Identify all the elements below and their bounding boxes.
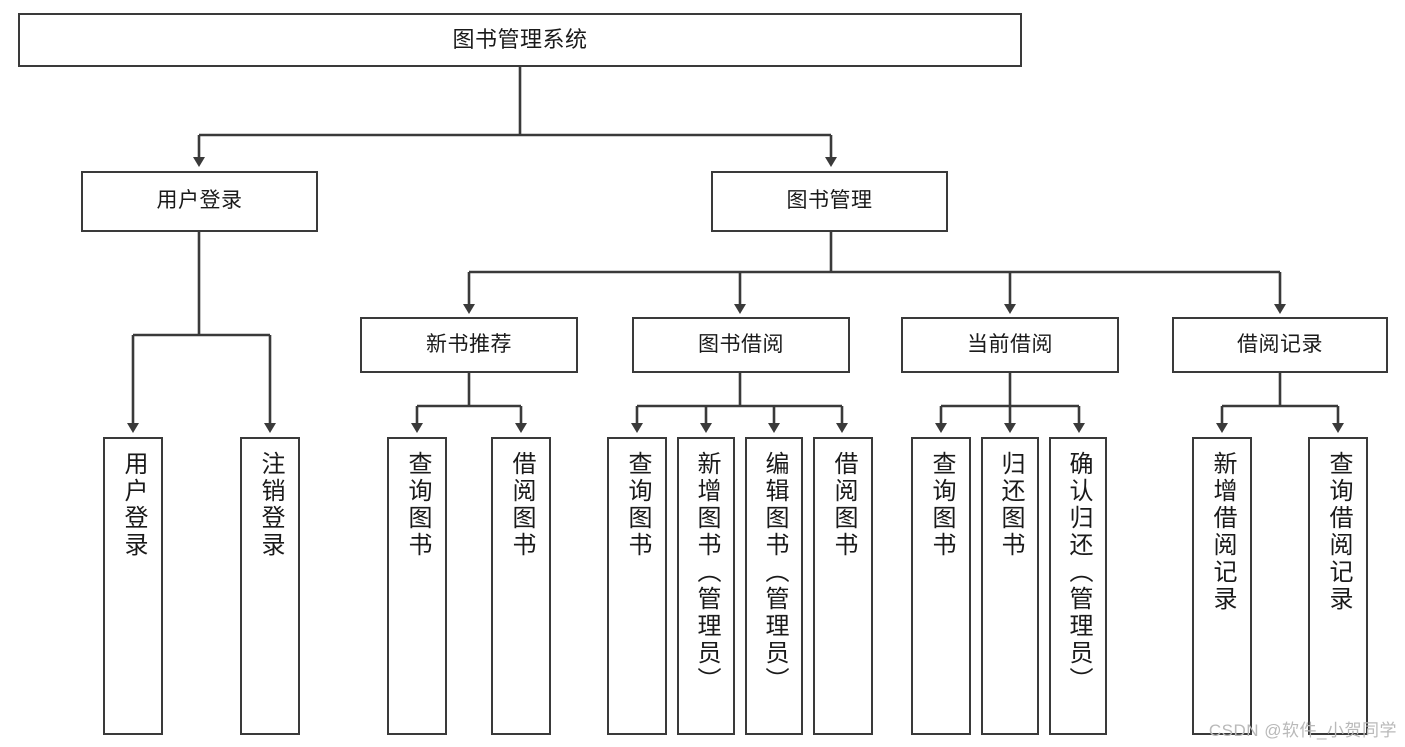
node-label: 图书管理 bbox=[786, 189, 873, 213]
node-label: 查询图书 bbox=[928, 451, 955, 559]
node-label: 确认归还（管理员） bbox=[1065, 451, 1092, 694]
leaf-current-confirm-return[interactable]: 确认归还（管理员） bbox=[1049, 437, 1107, 735]
node-label: 用户登录 bbox=[120, 451, 147, 559]
node-label: 新增借阅记录 bbox=[1209, 451, 1236, 613]
node-book-management[interactable]: 图书管理 bbox=[711, 171, 948, 232]
node-label: 当前借阅 bbox=[967, 332, 1053, 356]
node-label: 借阅图书 bbox=[830, 451, 857, 559]
node-label: 查询图书 bbox=[404, 451, 431, 559]
leaf-user-login[interactable]: 用户登录 bbox=[103, 437, 163, 735]
node-label: 借阅图书 bbox=[508, 451, 535, 559]
node-current-borrow[interactable]: 当前借阅 bbox=[901, 317, 1119, 373]
leaf-record-query-record[interactable]: 查询借阅记录 bbox=[1308, 437, 1368, 735]
node-label: 借阅记录 bbox=[1237, 332, 1323, 356]
node-label: 编辑图书（管理员） bbox=[761, 451, 788, 694]
leaf-record-add-record[interactable]: 新增借阅记录 bbox=[1192, 437, 1252, 735]
node-label: 注销登录 bbox=[257, 451, 284, 559]
leaf-current-query-book[interactable]: 查询图书 bbox=[911, 437, 971, 735]
leaf-borrow-borrow-book[interactable]: 借阅图书 bbox=[813, 437, 873, 735]
node-label: 图书管理系统 bbox=[452, 27, 588, 53]
node-label: 归还图书 bbox=[997, 451, 1024, 559]
leaf-newbook-borrow-book[interactable]: 借阅图书 bbox=[491, 437, 551, 735]
node-label: 查询借阅记录 bbox=[1325, 451, 1352, 613]
leaf-borrow-add-book[interactable]: 新增图书（管理员） bbox=[677, 437, 735, 735]
node-label: 用户登录 bbox=[156, 189, 243, 213]
node-borrow-record[interactable]: 借阅记录 bbox=[1172, 317, 1388, 373]
leaf-borrow-query-book[interactable]: 查询图书 bbox=[607, 437, 667, 735]
leaf-current-return-book[interactable]: 归还图书 bbox=[981, 437, 1039, 735]
node-label: 新增图书（管理员） bbox=[693, 451, 720, 694]
node-root-system[interactable]: 图书管理系统 bbox=[18, 13, 1022, 67]
leaf-logout[interactable]: 注销登录 bbox=[240, 437, 300, 735]
leaf-newbook-query-book[interactable]: 查询图书 bbox=[387, 437, 447, 735]
node-user-login[interactable]: 用户登录 bbox=[81, 171, 318, 232]
node-label: 图书借阅 bbox=[698, 332, 784, 356]
node-label: 查询图书 bbox=[624, 451, 651, 559]
watermark-text: CSDN @软件_小贺同学 bbox=[1208, 721, 1397, 740]
node-new-book-recommend[interactable]: 新书推荐 bbox=[360, 317, 578, 373]
node-label: 新书推荐 bbox=[426, 332, 512, 356]
leaf-borrow-edit-book[interactable]: 编辑图书（管理员） bbox=[745, 437, 803, 735]
node-book-borrow[interactable]: 图书借阅 bbox=[632, 317, 850, 373]
